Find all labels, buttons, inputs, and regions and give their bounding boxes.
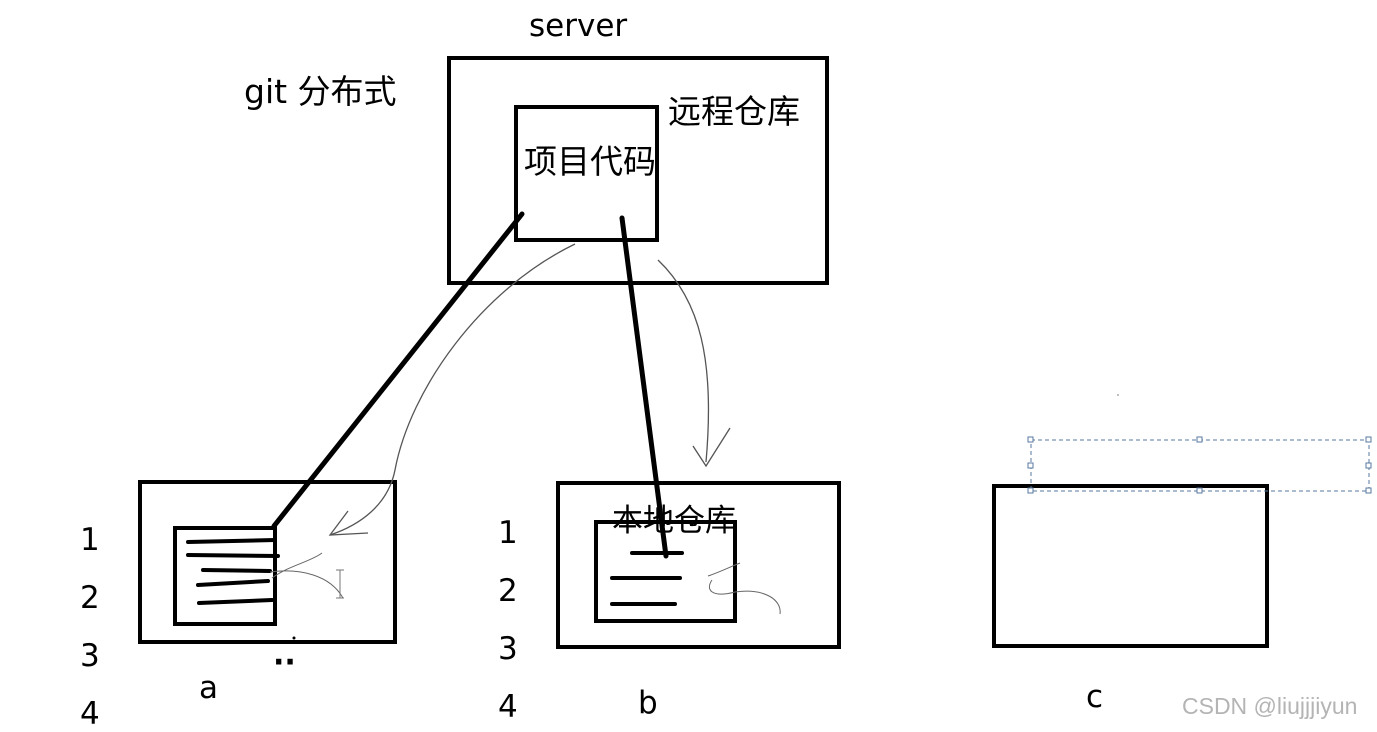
client-c-box (992, 484, 1269, 648)
scribble-a (269, 552, 344, 599)
stray-dot (1117, 394, 1119, 396)
client-b-doc-lines (610, 551, 684, 606)
row-number-a-2: 2 (80, 580, 100, 616)
connector-line-a (271, 211, 525, 529)
client-a-dots: ·· (273, 645, 296, 680)
curved-arrow-to-b (657, 259, 710, 463)
row-number-b-2: 2 (498, 573, 518, 609)
connector-line-b (619, 215, 669, 559)
scribble-b (707, 562, 781, 615)
text-cursor-icon (336, 569, 344, 599)
curved-arrow-to-a-head (328, 510, 369, 536)
client-b-doc (594, 520, 737, 623)
project-code-label: 项目代码 (524, 142, 656, 181)
row-number-b-1: 1 (498, 515, 518, 551)
git-distributed-title: git 分布式 (244, 72, 397, 111)
selection-rectangle (1027, 436, 1372, 494)
remote-repo-label: 远程仓库 (668, 92, 800, 131)
csdn-watermark: CSDN @liujjjiyun (1182, 693, 1358, 719)
stray-dot-a (292, 636, 296, 640)
row-number-b-4: 4 (498, 689, 518, 725)
local-repo-label: 本地仓库 (612, 503, 736, 539)
curved-arrow-to-a (329, 243, 576, 536)
client-b-box (556, 481, 841, 649)
curved-arrow-to-b-head (692, 427, 731, 468)
row-number-a-3: 3 (80, 638, 100, 674)
client-c-label: c (1086, 679, 1104, 715)
client-a-box (138, 480, 397, 644)
row-number-b-3: 3 (498, 631, 518, 667)
server-title: server (529, 8, 628, 44)
client-b-label: b (638, 685, 658, 721)
row-number-a-4: 4 (80, 696, 100, 732)
client-a-doc-lines (186, 538, 280, 605)
client-a-label: a (199, 670, 218, 706)
project-code-box (514, 105, 659, 242)
row-number-a-1: 1 (80, 522, 100, 558)
server-box (447, 56, 829, 285)
